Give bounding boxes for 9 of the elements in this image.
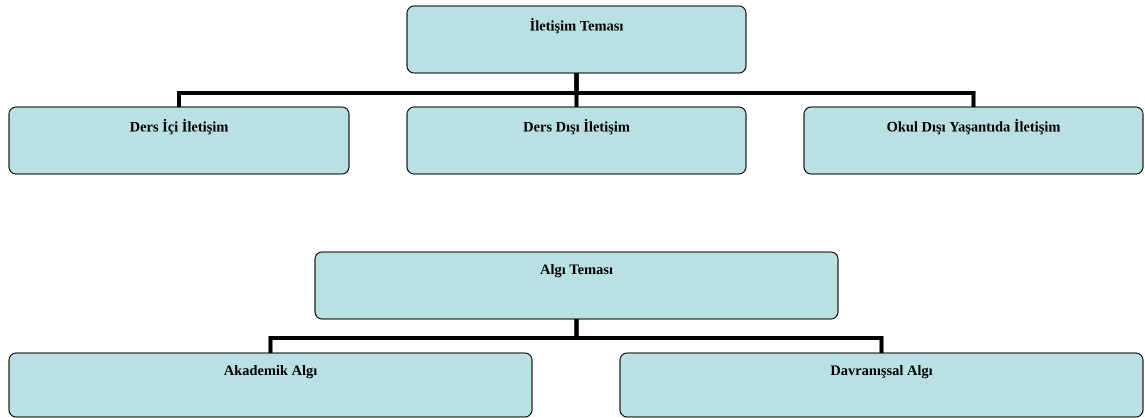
box: Davranışsal Algı bbox=[619, 352, 1144, 418]
box: Ders Dışı İletişim bbox=[406, 106, 747, 175]
box: Akademik Algı bbox=[8, 352, 533, 418]
box: Algı Teması bbox=[314, 251, 839, 320]
connector bbox=[574, 319, 884, 353]
box: Okul Dışı Yaşantıda İletişim bbox=[803, 106, 1144, 175]
box: Ders İçi İletişim bbox=[8, 106, 350, 175]
connector bbox=[574, 73, 976, 107]
box: İletişim Teması bbox=[406, 5, 747, 74]
